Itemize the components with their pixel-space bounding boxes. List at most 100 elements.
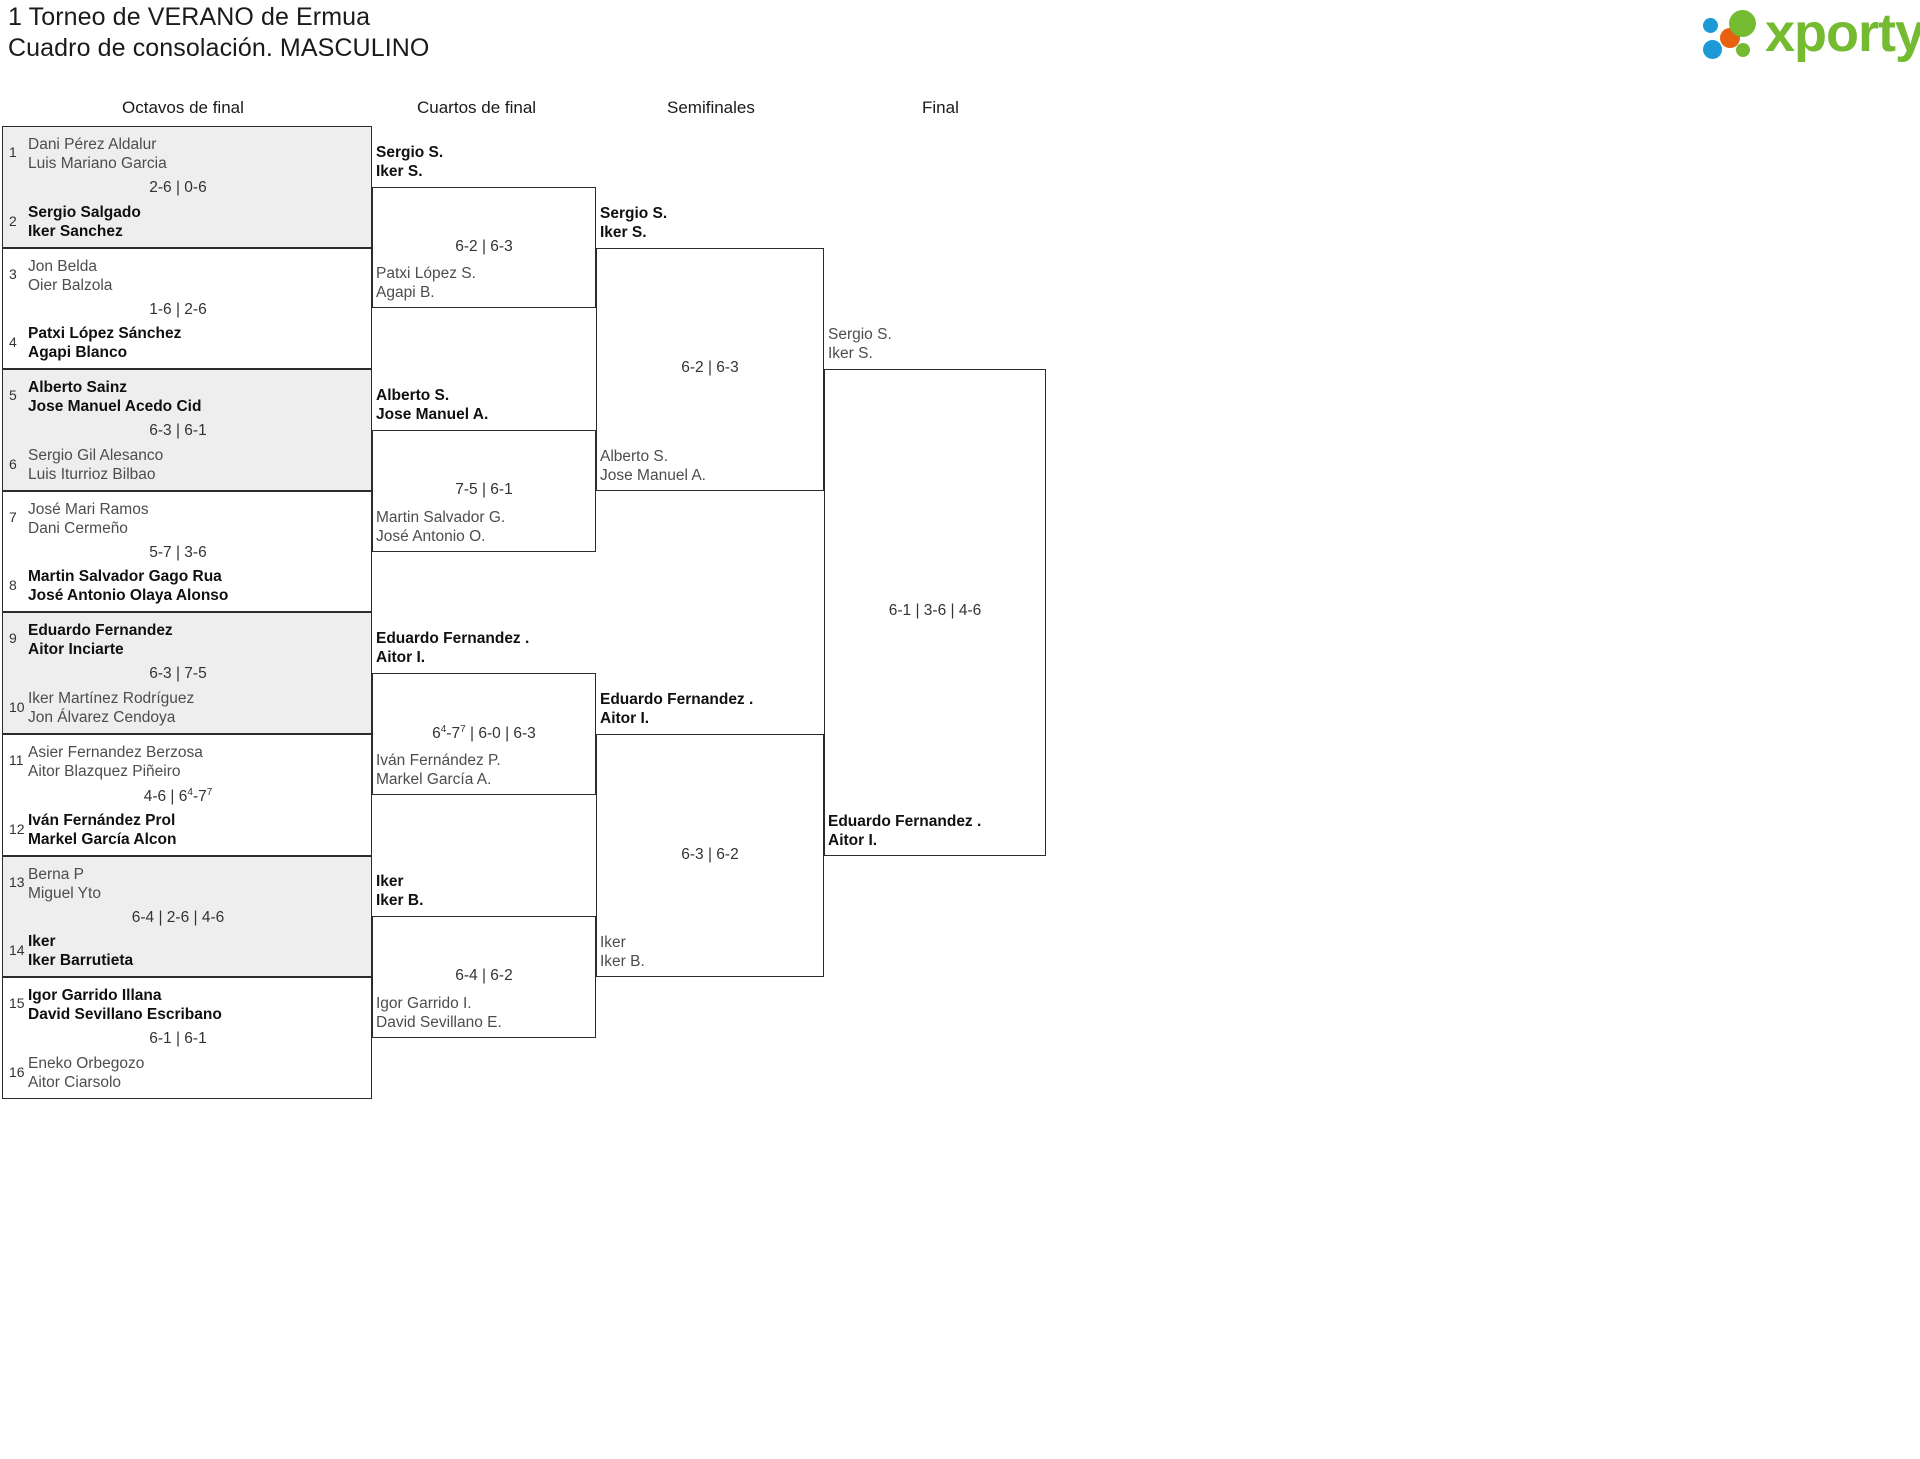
seed-number: 6 — [9, 455, 17, 472]
team-name-line1: Eduardo Fernandez — [28, 622, 173, 640]
advancing-team-line1: Martin Salvador G. — [376, 508, 506, 526]
round-header-final: Final — [922, 98, 959, 117]
match-box-cuartos[interactable] — [372, 673, 596, 795]
team-name-line2: Aitor Blazquez Piñeiro — [28, 763, 181, 780]
advancing-team-line1: Eduardo Fernandez . — [376, 630, 530, 648]
team-name-line1: Dani Pérez Aldalur — [28, 136, 157, 153]
team-name-line1: Sergio Gil Alesanco — [28, 446, 164, 464]
match-score: 64-77 | 6-0 | 6-3 — [432, 724, 536, 743]
team-name-line1: Berna P — [28, 865, 85, 883]
team-name-line2: Jon Álvarez Cendoya — [28, 708, 176, 726]
advancing-team-line2: Jose Manuel A. — [376, 406, 489, 423]
team-name-line1: Jon Belda — [28, 257, 97, 275]
team-name-line2: Oier Balzola — [28, 276, 113, 294]
match-box-cuartos[interactable] — [372, 916, 596, 1038]
advancing-team-line1: Eduardo Fernandez . — [600, 691, 754, 708]
team-name-line1: Igor Garrido Illana — [28, 987, 162, 1005]
team-name-line2: Luis Iturrioz Bilbao — [28, 465, 156, 483]
logo-dot-green-large-icon — [1729, 10, 1756, 37]
advancing-team-line2: Markel García A. — [376, 770, 492, 788]
logo-dot-blue-lower-icon — [1703, 40, 1722, 59]
match-score: 7-5 | 6-1 — [455, 480, 513, 498]
match-score: 6-3 | 7-5 — [149, 665, 207, 683]
match-score: 6-3 | 6-2 — [681, 845, 739, 863]
seed-number: 10 — [9, 698, 25, 715]
match-score: 1-6 | 2-6 — [149, 300, 207, 318]
match-score: 6-3 | 6-1 — [149, 422, 207, 440]
team-name-line2: Markel García Alcon — [28, 830, 177, 848]
advancing-team-line1: Iker — [376, 873, 404, 891]
team-name-line2: Luis Mariano Garcia — [28, 155, 167, 172]
match-box-semifinales[interactable] — [596, 734, 824, 978]
team-name-line2: Jose Manuel Acedo Cid — [28, 398, 202, 416]
team-name-line1: José Mari Ramos — [28, 500, 149, 518]
team-name-line2: Iker Sanchez — [28, 222, 123, 240]
advancing-team-line1: Sergio S. — [376, 143, 444, 161]
advancing-team-line1: Alberto S. — [600, 447, 669, 465]
advancing-team-line1: Patxi López S. — [376, 265, 476, 283]
seed-number: 9 — [9, 630, 17, 647]
seed-number: 8 — [9, 577, 17, 594]
team-name-line1: Asier Fernandez Berzosa — [28, 744, 203, 761]
team-name-line2: Aitor Inciarte — [28, 641, 124, 659]
seed-number: 16 — [9, 1063, 25, 1080]
match-score: 5-7 | 3-6 — [149, 543, 207, 561]
advancing-team-line2: David Sevillano E. — [376, 1014, 502, 1031]
match-score: 6-2 | 6-3 — [455, 237, 513, 255]
team-name-line1: Iker — [28, 933, 56, 951]
logo-wordmark: xporty — [1765, 3, 1920, 63]
team-name-line2: Dani Cermeño — [28, 519, 128, 537]
team-name-line1: Eneko Orbegozo — [28, 1054, 145, 1072]
seed-number: 13 — [9, 873, 25, 890]
advancing-team-line2: José Antonio O. — [376, 527, 486, 545]
match-box-cuartos[interactable] — [372, 430, 596, 552]
tournament-name: 1 Torneo de VERANO de Ermua — [8, 3, 371, 31]
team-name-line2: José Antonio Olaya Alonso — [28, 587, 229, 605]
team-name-line1: Iván Fernández Prol — [28, 811, 176, 829]
match-score: 6-1 | 6-1 — [149, 1030, 207, 1048]
seed-number: 1 — [9, 144, 17, 160]
advancing-team-line2: Jose Manuel A. — [600, 466, 706, 484]
team-name-line1: Sergio Salgado — [28, 203, 141, 221]
seed-number: 4 — [9, 334, 17, 351]
page-title: 1 Torneo de VERANO de Ermua Cuadro de co… — [8, 2, 429, 64]
seed-number: 15 — [9, 995, 25, 1012]
seed-number: 2 — [9, 212, 17, 229]
match-score: 6-4 | 2-6 | 4-6 — [131, 908, 225, 926]
match-score: 6-2 | 6-3 — [681, 359, 739, 377]
team-name-line2: Iker Barrutieta — [28, 952, 134, 970]
match-score: 4-6 | 64-77 — [143, 787, 213, 806]
finalist-team-line2: Iker S. — [828, 345, 873, 363]
match-box-semifinales[interactable] — [596, 247, 824, 491]
finalist-team-line1: Sergio S. — [828, 326, 892, 344]
seed-number: 7 — [9, 508, 17, 525]
advancing-team-line2: Iker B. — [376, 892, 424, 910]
round-header-semis: Semifinales — [667, 98, 755, 117]
advancing-team-line1: Iván Fernández P. — [376, 751, 501, 769]
match-box-cuartos[interactable] — [372, 186, 596, 309]
champion-team-line2: Aitor I. — [828, 831, 878, 849]
advancing-team-line2: Iker S. — [376, 162, 423, 180]
team-name-line2: Aitor Ciarsolo — [28, 1073, 122, 1091]
seed-number: 3 — [9, 265, 17, 282]
logo-dots-icon — [1703, 10, 1767, 59]
match-box-final[interactable] — [824, 369, 1046, 856]
seed-number: 14 — [9, 942, 25, 959]
advancing-team-line2: Aitor I. — [600, 710, 650, 727]
advancing-team-line2: Iker B. — [600, 953, 645, 971]
team-name-line1: Martin Salvador Gago Rua — [28, 568, 222, 586]
advancing-team-line2: Agapi B. — [376, 284, 435, 302]
advancing-team-line1: Igor Garrido I. — [376, 995, 472, 1012]
advancing-team-line2: Iker S. — [600, 223, 647, 241]
advancing-team-line1: Sergio S. — [600, 204, 668, 222]
round-header-octavos: Octavos de final — [122, 98, 244, 117]
